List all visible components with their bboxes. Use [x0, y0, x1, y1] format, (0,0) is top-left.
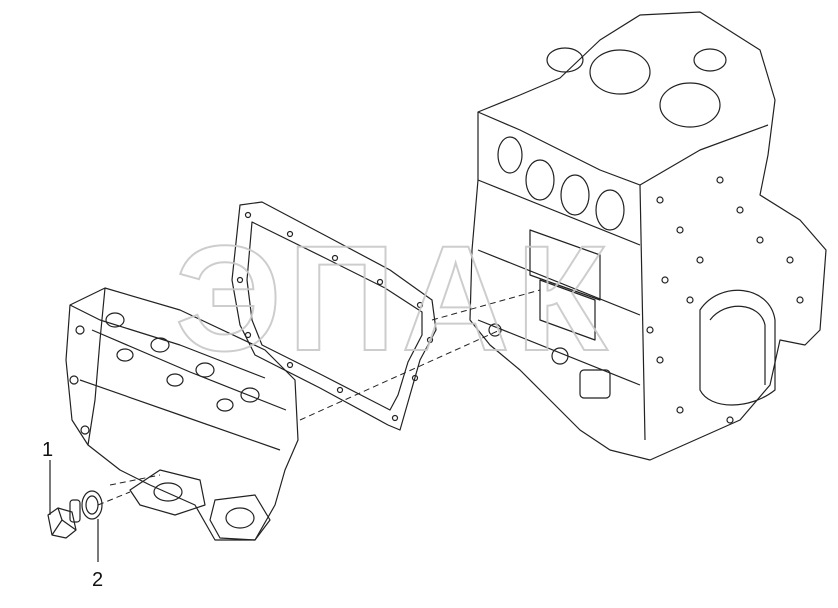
callout-1-label: 1	[42, 439, 53, 461]
oil-pan	[65, 287, 299, 541]
watermark-logo: ЭПАК	[175, 214, 613, 382]
sealing-washer	[81, 490, 103, 520]
drain-plug	[47, 499, 81, 539]
assembly-lines	[97, 289, 541, 506]
callout-2-label: 2	[92, 569, 103, 591]
engine-block	[469, 11, 827, 461]
oil-pan-gasket	[231, 201, 437, 431]
